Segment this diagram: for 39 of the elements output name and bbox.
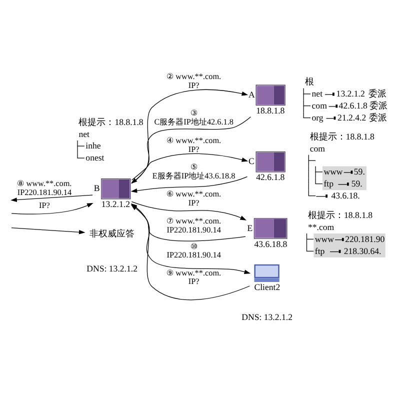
- node-label: 13.2.1.2: [101, 198, 130, 209]
- node-label: C: [248, 156, 254, 166]
- node-label: E: [247, 222, 253, 232]
- node-label: 218.30.64.: [344, 245, 382, 256]
- node-label: 委派: [370, 100, 388, 110]
- node-label: com: [310, 142, 326, 153]
- node-label: www: [324, 166, 343, 176]
- node-label: 根提示：18.8.1.8: [78, 116, 144, 126]
- node-label: DNS: 13.2.1.2: [242, 311, 292, 322]
- node-label: 根提示：18.8.1.8: [308, 209, 373, 220]
- node-label: onest: [86, 152, 104, 162]
- node-label: www: [314, 233, 334, 244]
- node-label: 18.8.1.8: [256, 105, 285, 116]
- node-label: 43.6.18.8: [254, 238, 288, 248]
- node-label: 根: [304, 76, 314, 86]
- node-label: net: [78, 128, 90, 138]
- node-label: **.com: [308, 221, 334, 232]
- node-label: 42.6.1.8: [256, 172, 285, 182]
- node-label: 59.: [354, 166, 365, 176]
- node-label: org: [312, 112, 324, 122]
- node-label: Client2: [254, 282, 280, 292]
- node-label: 委派: [368, 88, 386, 98]
- node-label: ftp: [324, 178, 334, 188]
- node-label: 42.6.1.8: [338, 100, 368, 110]
- node-label: 220.181.90: [345, 233, 385, 244]
- node-label: 委派: [369, 112, 387, 122]
- node-label: 43.6.18.: [331, 190, 360, 200]
- node-label: ftp: [314, 245, 325, 256]
- label: DNS: 13.2.1.2: [86, 263, 138, 274]
- node-label: B: [94, 182, 100, 193]
- node-label: 13.2.1.2: [336, 88, 365, 98]
- node-label: net: [312, 88, 323, 98]
- node-label: com: [312, 100, 327, 110]
- node-label: 59.: [351, 178, 362, 188]
- node-label: 21.2.4.2: [338, 112, 366, 122]
- node-label: inhe: [86, 140, 101, 150]
- node-text: 非权威应答: [90, 228, 135, 238]
- node-label: 根提示：18.8.1.8: [310, 130, 374, 141]
- node-label: A: [248, 88, 255, 99]
